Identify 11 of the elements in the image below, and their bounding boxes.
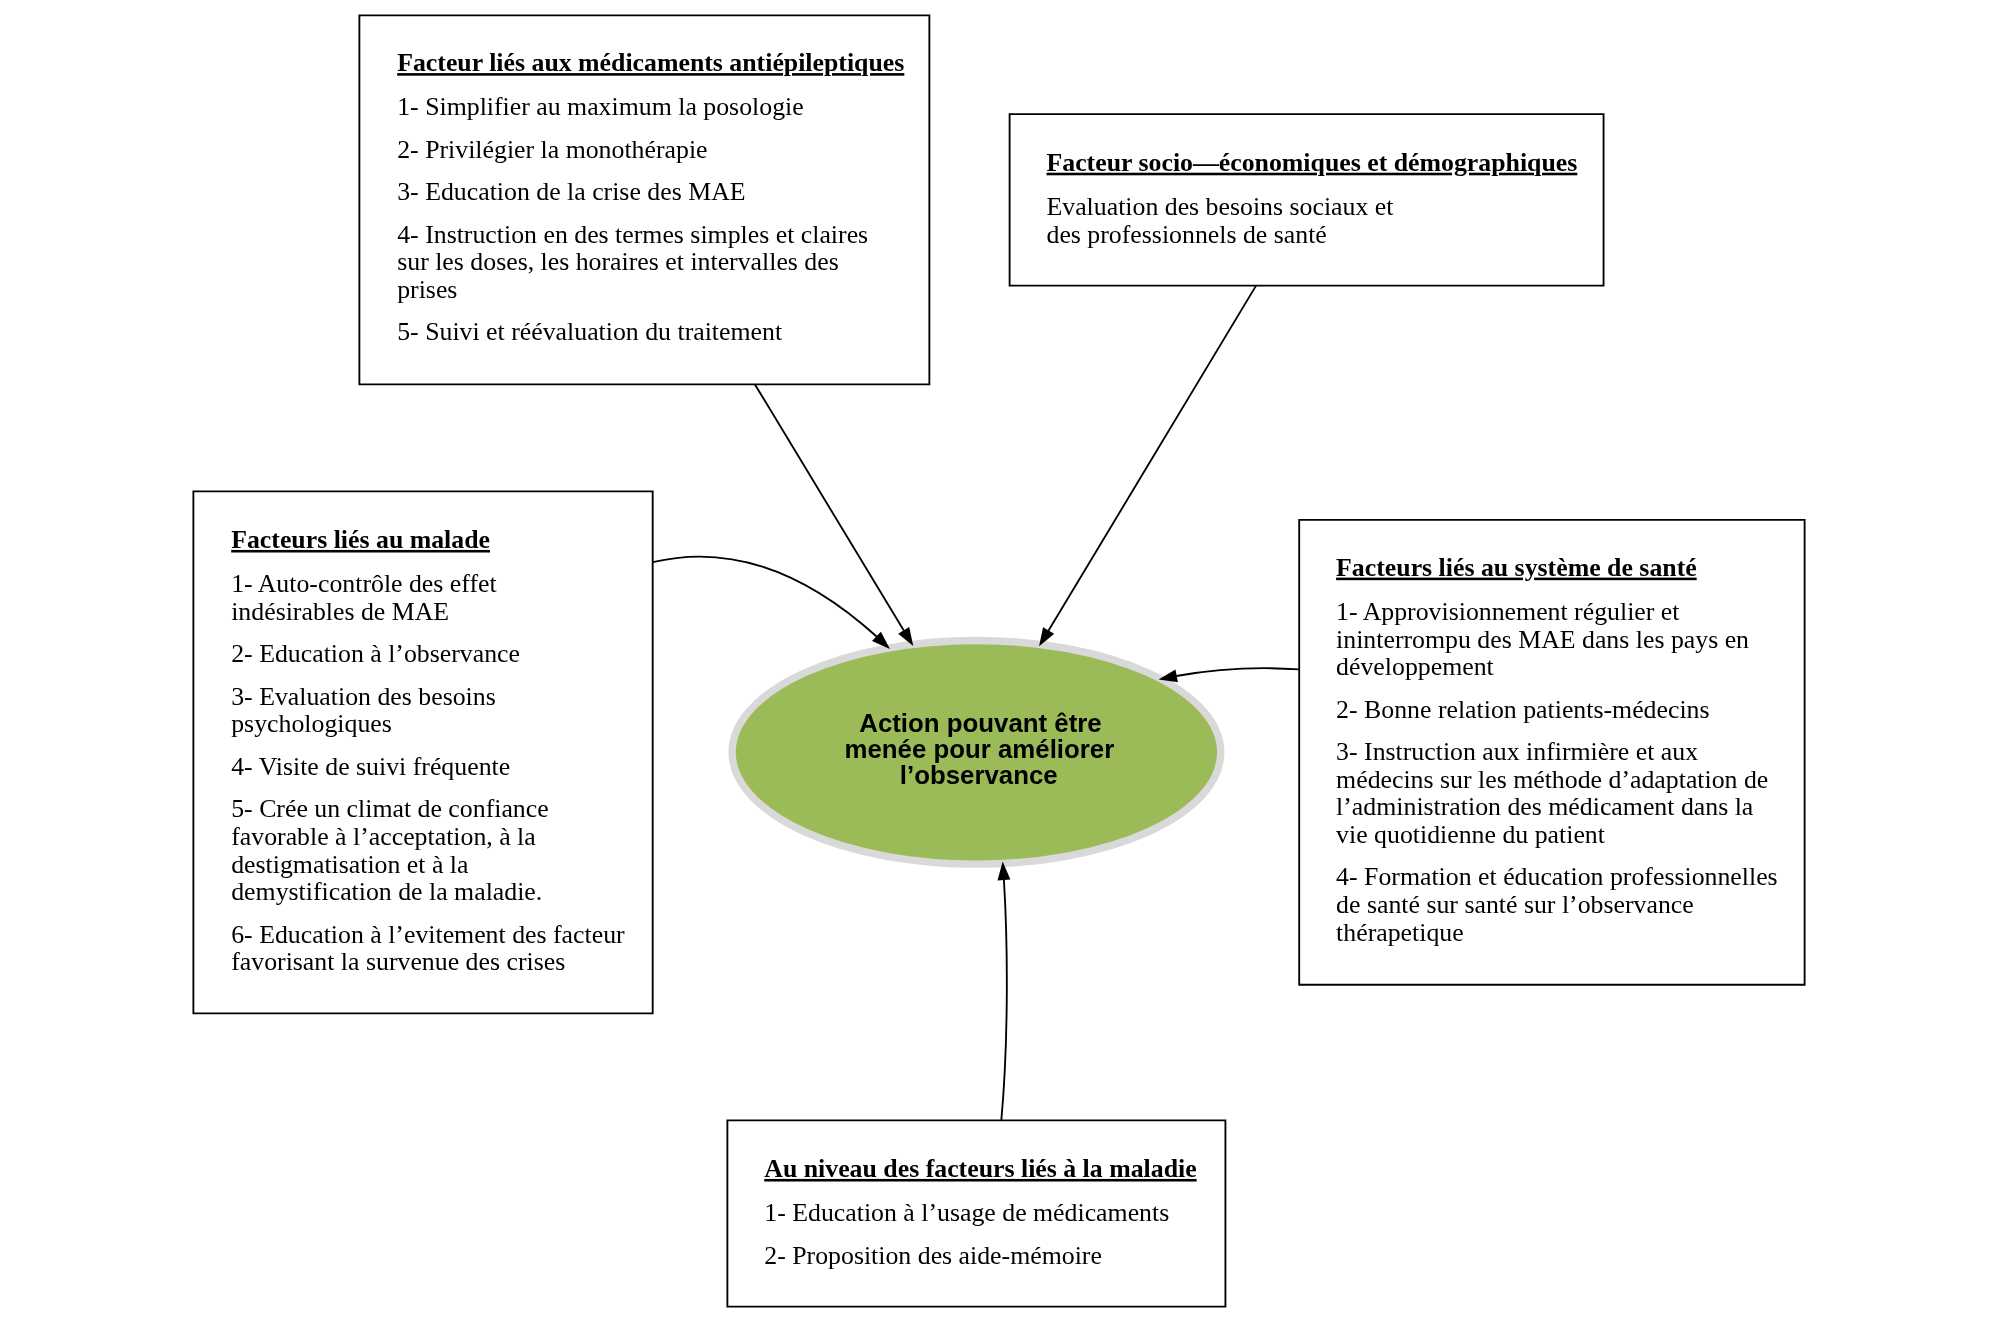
node-box: Facteurs liés au malade 1- Auto-contrôle des effet indésirables de MAE 2- Education à l’observance 3- Evaluation des besoins psychologiques 4- Visite de suivi fréquente 5- Crée un climat de confiance favorable à l’acceptation, à la destigmatisation et à la demystification de la maladie. 6- Education à l’evitement des facteur favorisant la survenue des crises <box>192 490 654 1015</box>
node-box: Facteur liés aux médicaments antiépileptiques 1- Simplifier au maximum la posologie 2- Privilégier la monothérapie 3- Education de la crise des MAE 4- Instruction en des termes simples et claires sur les doses, les horaires et intervalles des prises 5- Suivi et réévaluation du traitement <box>358 14 931 386</box>
arrow <box>1039 284 1257 647</box>
node-box: Facteur socio—économiques et démographiques Evaluation des besoins sociaux et des professionnels de santé <box>1008 113 1605 287</box>
arrow <box>1158 667 1300 683</box>
arrow <box>651 555 890 649</box>
arrow <box>997 861 1011 1122</box>
node-ellipse: Action pouvant être menée pour améliorer l’observance <box>728 636 1225 868</box>
node-box: Facteurs liés au système de santé 1- Approvisionnement régulier et ininterrompu des MAE dans les pays en développement 2- Bonne relation patients-médecins 3- Instruction aux infirmière et aux médecins sur les méthode d’adaptation de l’administration des médicament dans la vie quotidienne du patient 4- Formation et éducation professionnelles de santé sur santé sur l’observance thérapetique <box>1298 518 1806 986</box>
node-box: Au niveau des facteurs liés à la maladie 1- Education à l’usage de médicaments 2- Proposition des aide-mémoire <box>726 1119 1227 1308</box>
arrow <box>754 383 914 647</box>
